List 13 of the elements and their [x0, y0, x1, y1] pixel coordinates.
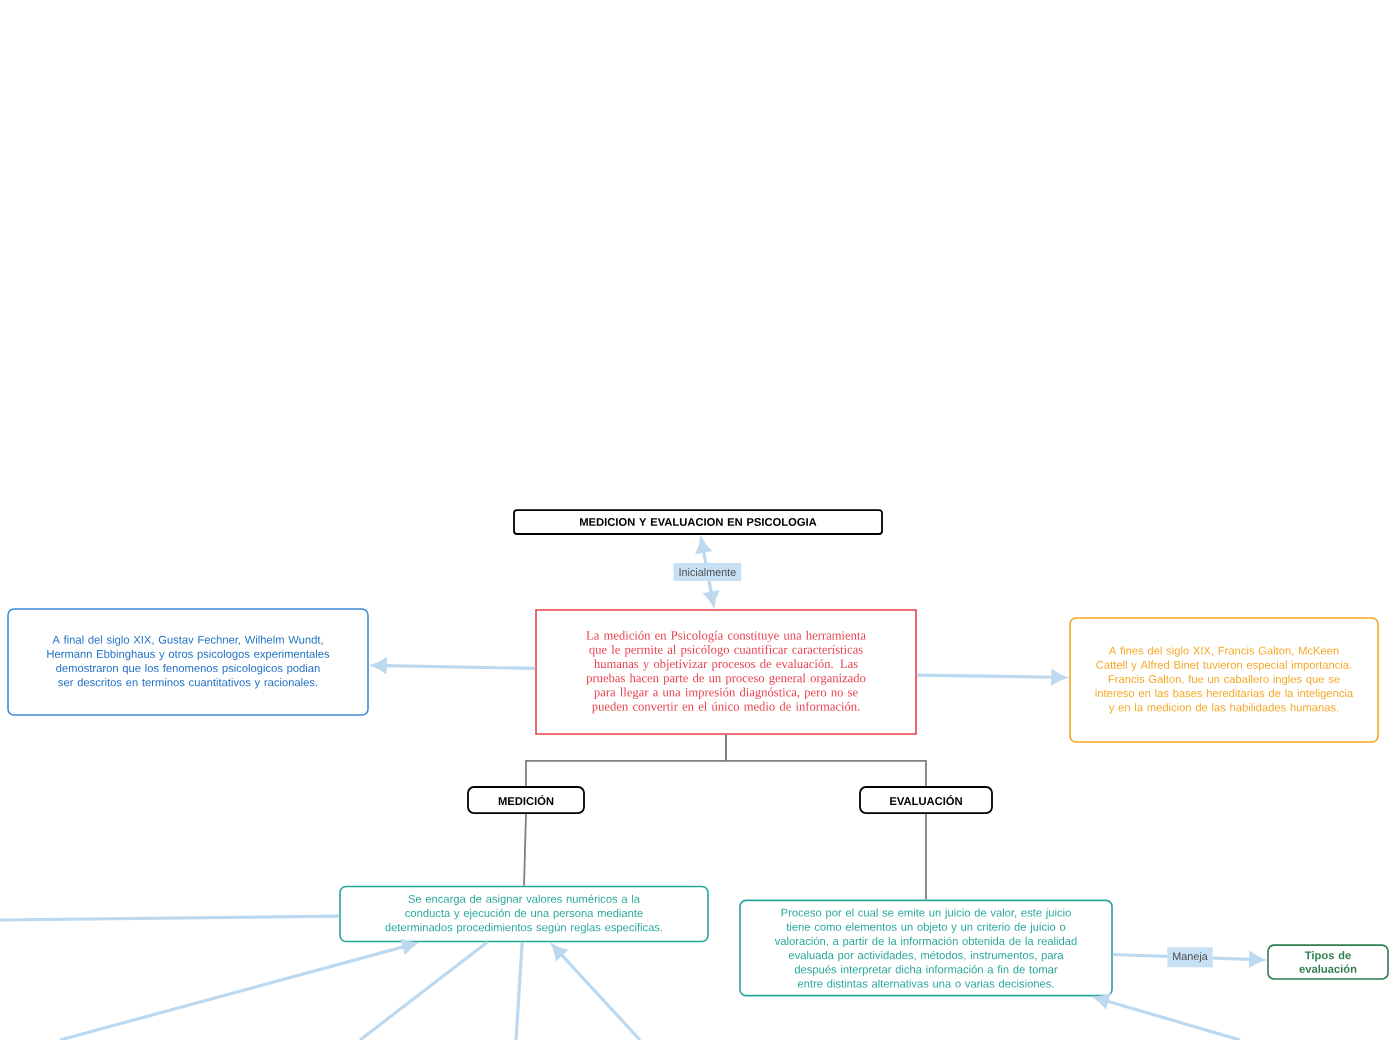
arrow — [551, 944, 642, 1040]
arrow — [1094, 993, 1241, 1040]
connector — [0, 914, 340, 922]
connector — [359, 941, 489, 1040]
arrow — [696, 538, 719, 606]
arrow — [372, 658, 536, 673]
connector — [725, 733, 927, 787]
connector — [514, 942, 524, 1040]
arrow — [916, 669, 1066, 685]
arrow — [1112, 952, 1264, 967]
arrow — [59, 939, 417, 1040]
connector — [925, 813, 927, 901]
connector — [523, 813, 527, 887]
